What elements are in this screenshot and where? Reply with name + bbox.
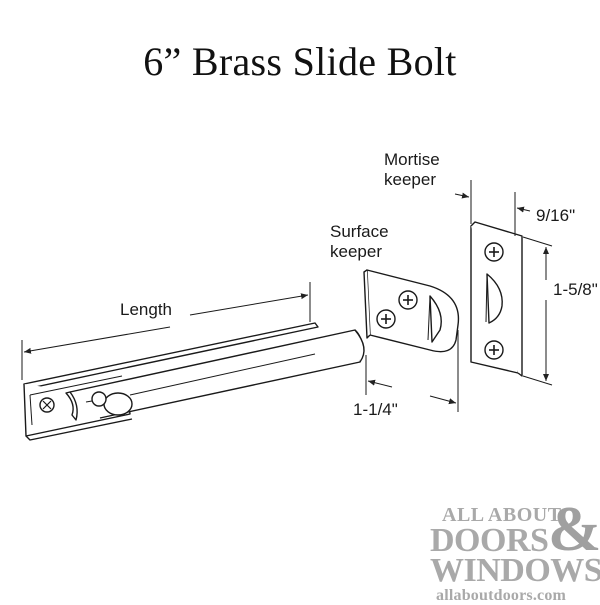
- surface-keeper-label-line2: keeper: [330, 242, 382, 261]
- mortise-keeper-width-dimension: 9/16": [536, 206, 576, 225]
- mortise-keeper: [454, 180, 553, 386]
- slide-bolt: [21, 282, 365, 441]
- length-label: Length: [120, 300, 172, 319]
- logo-url: allaboutdoors.com: [436, 587, 567, 604]
- logo-line-all-about: ALL ABOUT: [442, 504, 562, 526]
- surface-keeper-width-dimension: 1-1/4": [353, 400, 398, 419]
- logo-line-windows: WINDOWS: [430, 552, 600, 589]
- mortise-keeper-height-dimension: 1-5/8": [553, 280, 598, 299]
- page-title: 6” Brass Slide Bolt: [143, 39, 457, 84]
- logo-ampersand: &: [548, 493, 600, 564]
- mortise-keeper-label-line1: Mortise: [384, 150, 440, 169]
- surface-keeper-label-line1: Surface: [330, 222, 389, 241]
- logo-line-doors: DOORS: [430, 522, 549, 559]
- mortise-keeper-label-line2: keeper: [384, 170, 436, 189]
- surface-keeper: [363, 269, 460, 412]
